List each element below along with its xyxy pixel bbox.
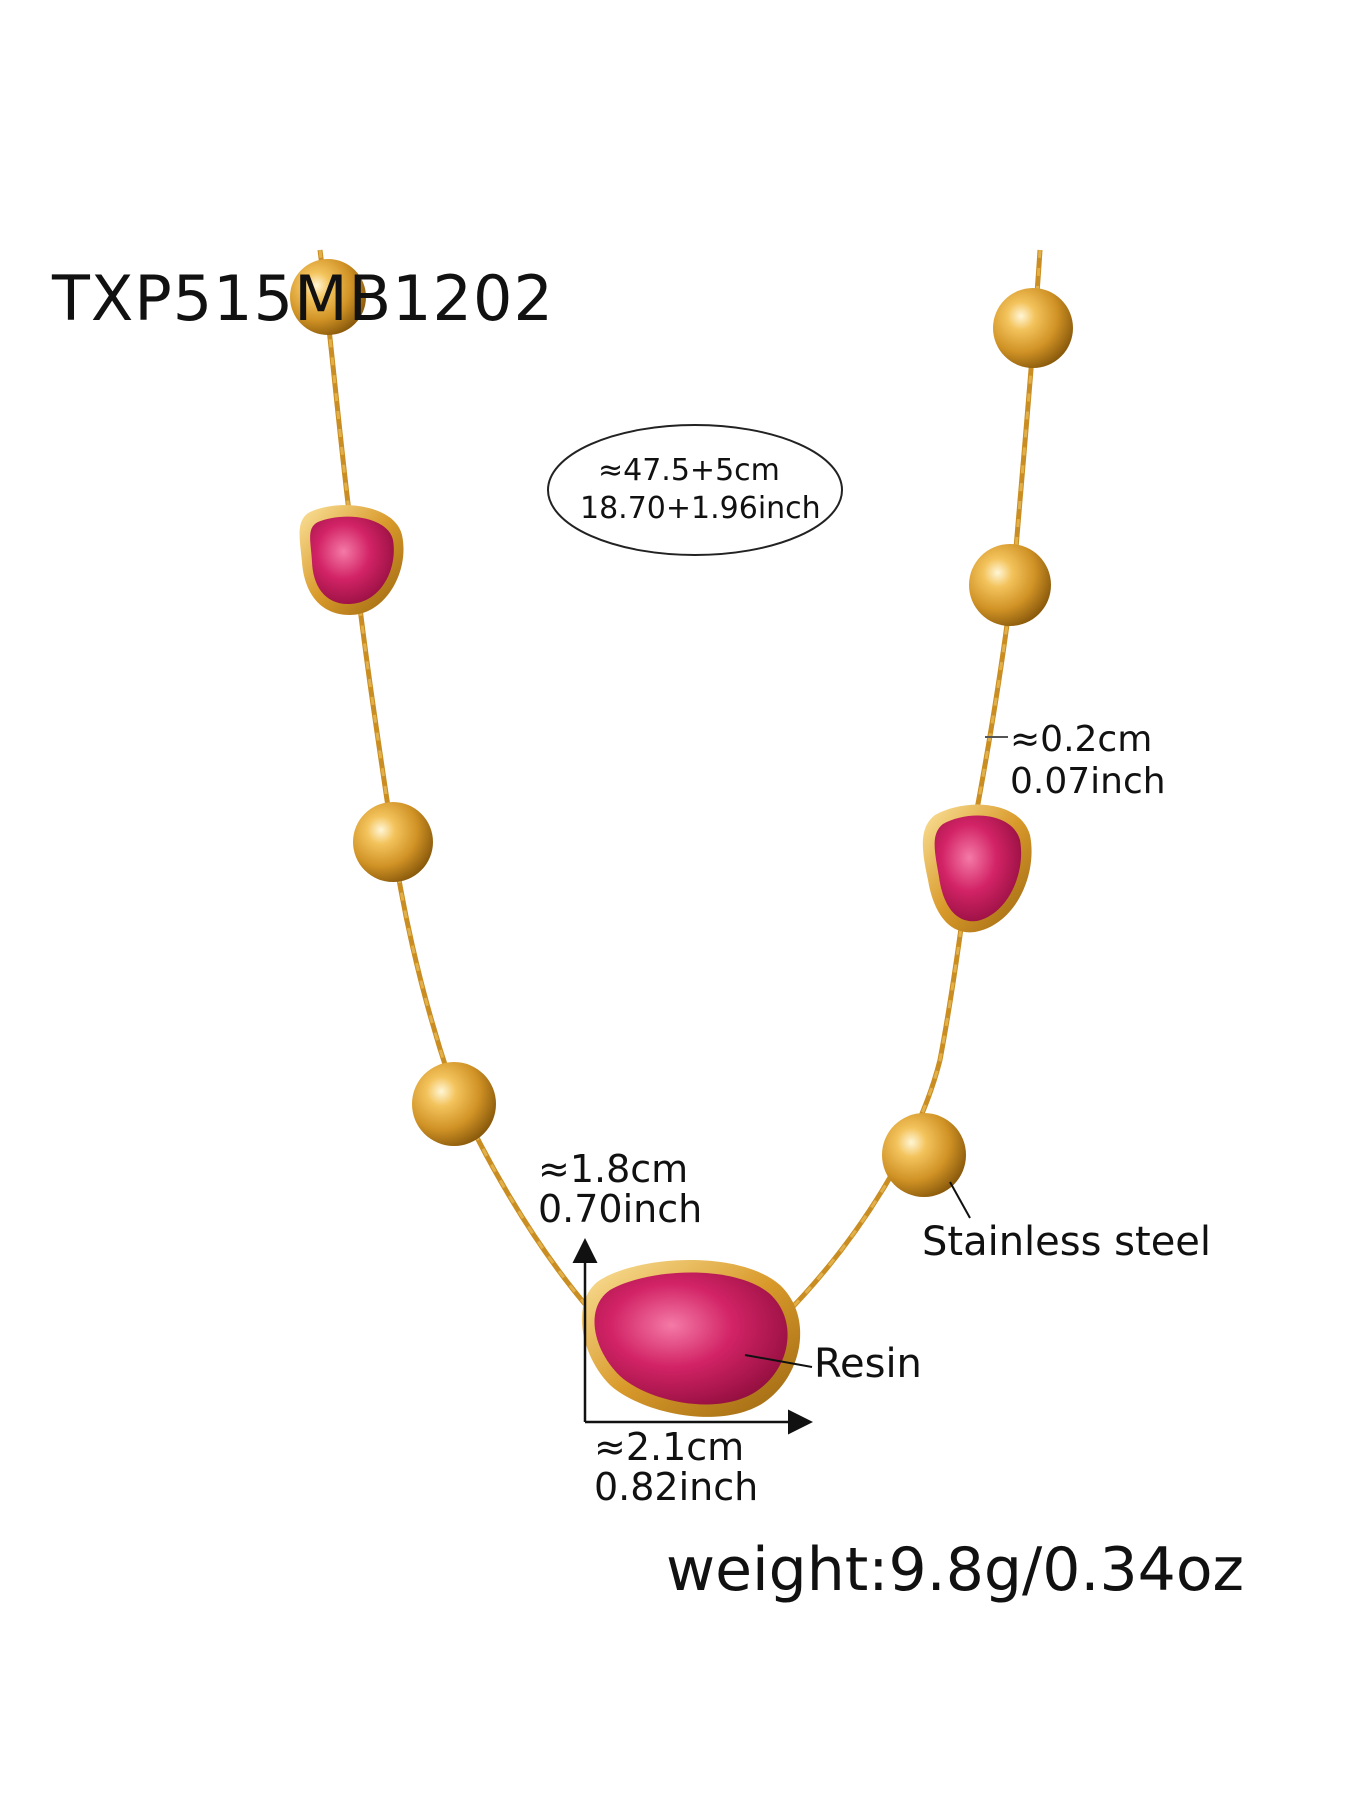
material-steel-label: Stainless steel: [922, 1219, 1212, 1265]
steel-leader-line: [949, 1181, 971, 1219]
length-cm-label: ≈47.5+5cm: [598, 453, 780, 488]
material-resin-label: Resin: [814, 1341, 922, 1387]
resin-leader-line: [744, 1354, 813, 1368]
gold-bead-2: [353, 802, 433, 882]
pendant-height-inch-label: 0.70inch: [538, 1187, 703, 1231]
weight-label: weight:9.8g/0.34oz: [666, 1535, 1245, 1605]
resin-stone-pendant: [581, 1260, 801, 1417]
gold-bead-6: [882, 1113, 966, 1197]
gold-bead-3: [412, 1062, 496, 1146]
length-indicator-ellipse: [547, 424, 843, 556]
gold-bead-5: [969, 544, 1051, 626]
pendant-height-cm-label: ≈1.8cm: [538, 1147, 689, 1191]
length-inch-label: 18.70+1.96inch: [580, 491, 821, 526]
resin-stone-upper-left: [299, 505, 404, 615]
chain-width-cm-label: ≈0.2cm: [1010, 719, 1153, 760]
product-code: TXP515MB1202: [52, 262, 554, 335]
chain-width-inch-label: 0.07inch: [1010, 761, 1166, 802]
gold-bead-4: [993, 288, 1073, 368]
pendant-width-cm-label: ≈2.1cm: [594, 1425, 745, 1469]
gold-bead-1: [290, 259, 366, 335]
pendant-width-inch-label: 0.82inch: [594, 1465, 759, 1509]
resin-stone-right: [922, 804, 1032, 933]
